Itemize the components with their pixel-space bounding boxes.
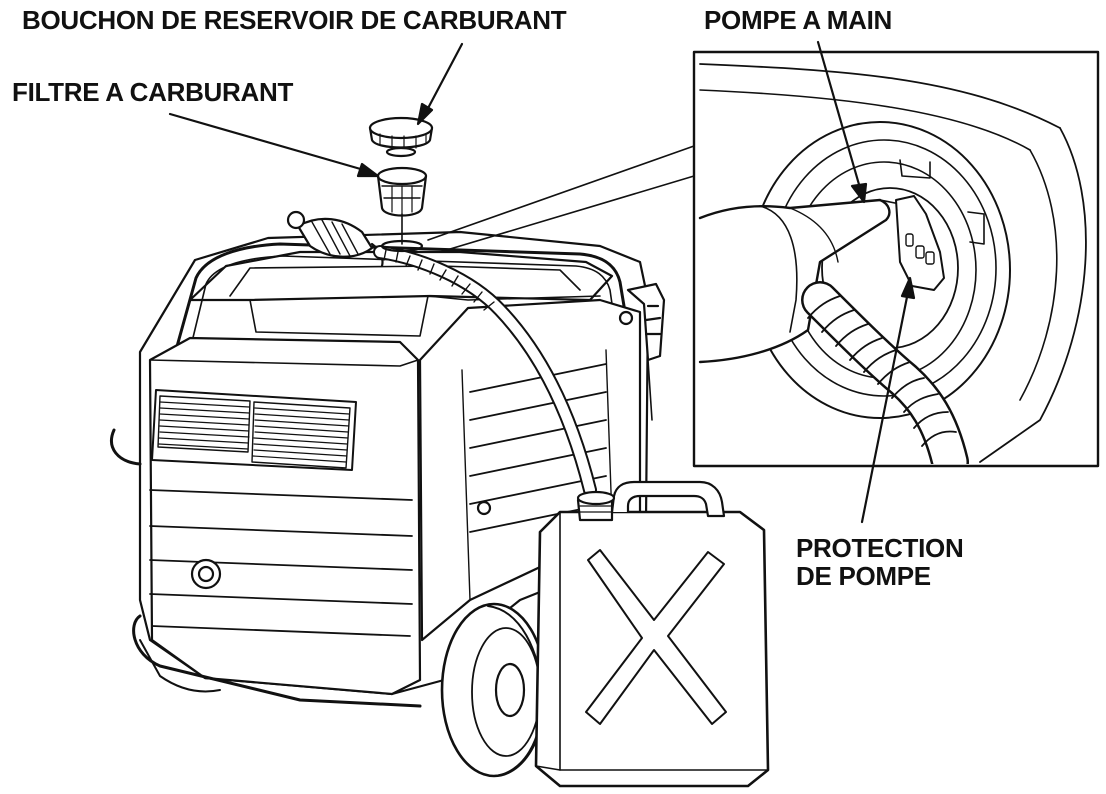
filter-arrow: [168, 112, 366, 172]
fuel-tank-cap: [368, 116, 434, 158]
label-fuel-filter: FILTRE A CARBURANT: [12, 77, 294, 107]
front-knob: [190, 558, 222, 590]
label-pump-guard-line2: DE POMPE: [796, 561, 931, 591]
generator: [110, 230, 666, 778]
label-pump-guard-line1: PROTECTION: [796, 533, 964, 563]
pump-bulb: [296, 217, 374, 258]
fuel-can-handle: [610, 480, 726, 518]
pump-arrow: [816, 40, 862, 190]
guard-arrow: [860, 290, 910, 524]
leader-arrows: [168, 40, 916, 524]
label-fuel-tank-cap: BOUCHON DE RESERVOIR DE CARBURANT: [22, 5, 567, 35]
inset-leader-lower: [439, 175, 695, 253]
inset-leader-upper: [427, 145, 695, 241]
wheel: [440, 602, 548, 778]
fuel-can-x: [585, 549, 727, 725]
base-frame: [110, 428, 422, 708]
label-pump-guard: PROTECTION DE POMPE: [796, 533, 964, 591]
inset-pump-tube: [698, 198, 891, 364]
cap-arrow: [424, 42, 464, 114]
fuel-can-body: [534, 510, 770, 788]
front-ribs: [149, 489, 413, 637]
label-hand-pump: POMPE A MAIN: [704, 5, 893, 35]
side-screw: [476, 500, 492, 516]
detail-inset: [427, 50, 1100, 468]
hand-pump: [286, 210, 597, 497]
fuel-can: [534, 480, 770, 788]
front-vent: [151, 389, 357, 471]
carry-handle: [174, 242, 628, 352]
side-hook: [626, 282, 666, 362]
inset-pump-guard: [895, 195, 945, 291]
top-cover: [188, 250, 614, 302]
fuel-filter: [376, 166, 428, 253]
